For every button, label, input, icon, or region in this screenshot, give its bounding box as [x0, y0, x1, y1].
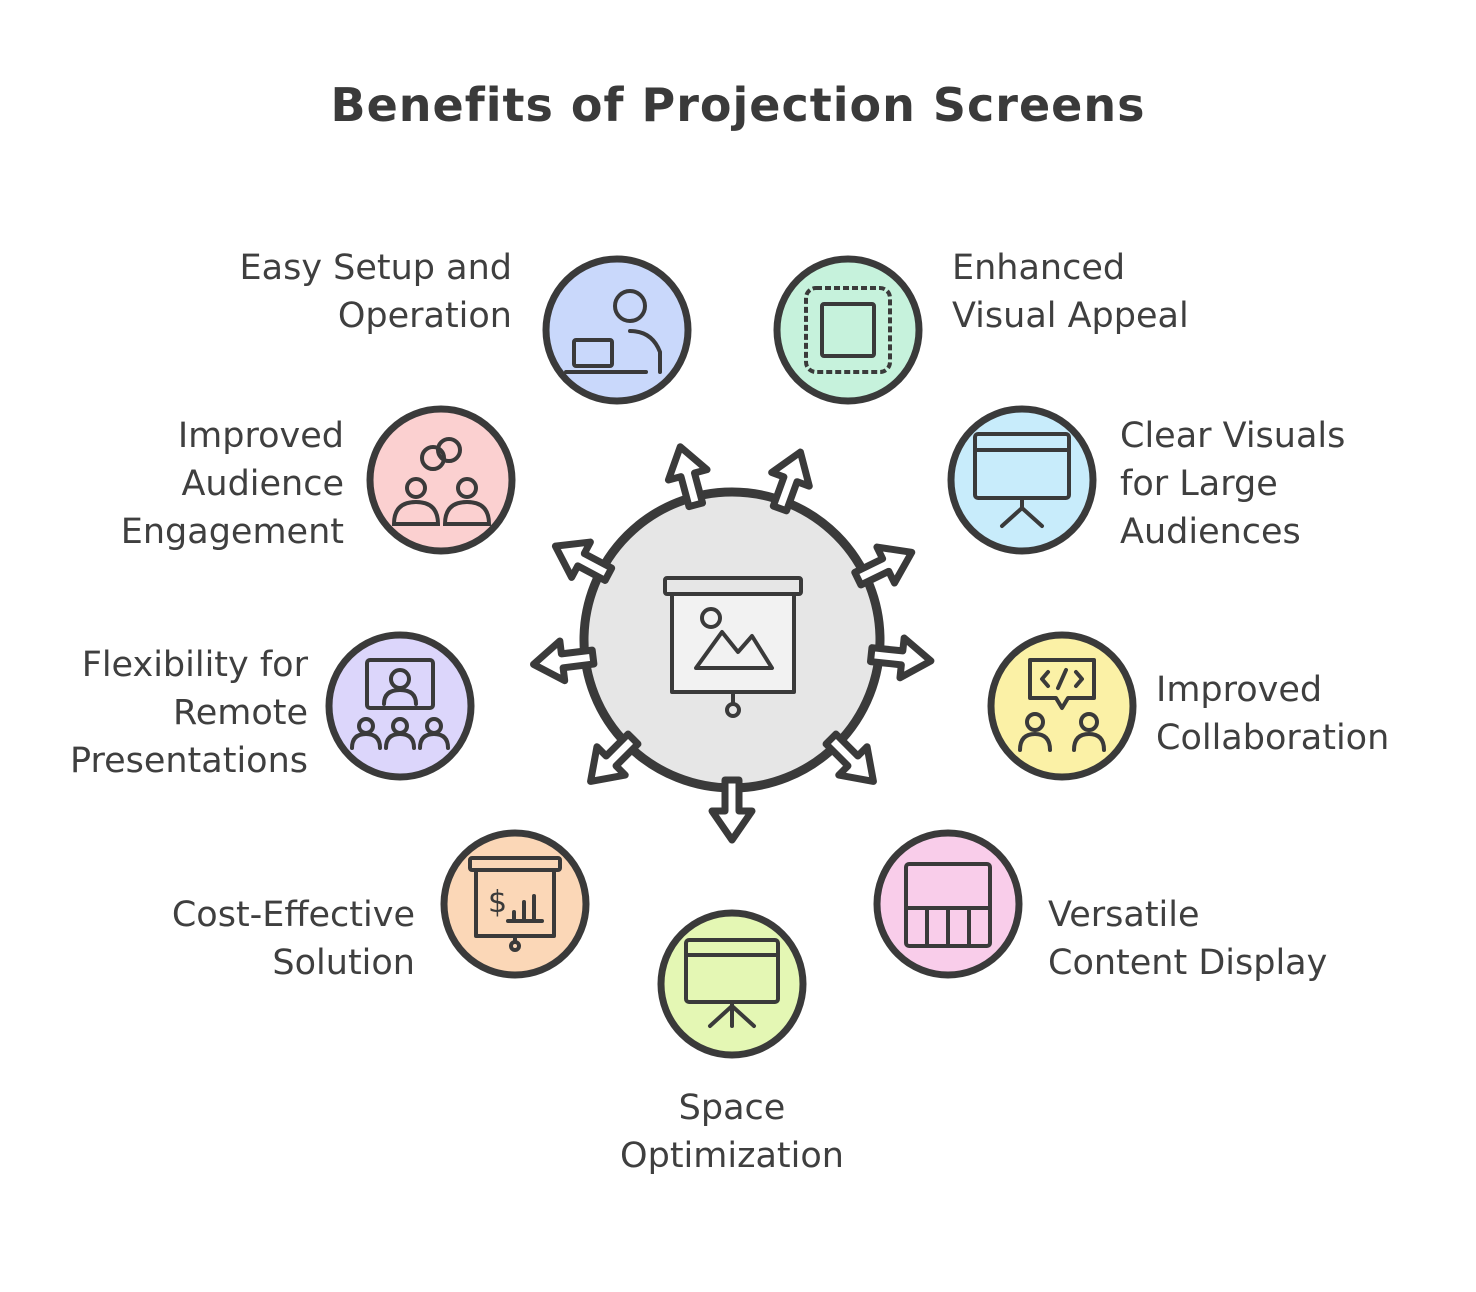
arrow-cost-effective	[587, 730, 642, 785]
label-line: Space	[678, 1088, 786, 1128]
label-line: Improved	[177, 416, 344, 456]
node-collaboration	[987, 631, 1137, 781]
label-line: Audience	[181, 464, 344, 504]
label-line: Solution	[272, 943, 415, 983]
label-visual-appeal: Enhanced Visual Appeal	[952, 244, 1189, 340]
label-line: Optimization	[620, 1136, 844, 1176]
label-line: Engagement	[120, 512, 344, 552]
node-cost-effective: $	[440, 829, 590, 979]
node-remote-presentations	[325, 631, 475, 781]
arrow-space-optimization	[708, 776, 756, 844]
label-line: Operation	[337, 296, 512, 336]
people-connected-icon	[391, 437, 492, 526]
hub-arrows	[529, 443, 935, 844]
label-clear-visuals: Clear Visuals for Large Audiences	[1120, 412, 1345, 556]
diagram-title: Benefits of Projection Screens	[330, 78, 1146, 132]
node-easy-setup	[542, 255, 692, 405]
label-audience-engagement: Improved Audience Engagement	[121, 412, 344, 556]
node-clear-visuals	[947, 405, 1097, 555]
label-line: Collaboration	[1156, 718, 1390, 758]
label-line: Content Display	[1048, 943, 1328, 983]
arrow-visual-appeal	[768, 448, 813, 515]
code-collaboration-icon	[1018, 658, 1106, 752]
label-line: Versatile	[1048, 895, 1200, 935]
label-easy-setup: Easy Setup and Operation	[240, 244, 512, 340]
arrow-content-display	[822, 730, 877, 785]
tripod-screen-icon	[684, 938, 780, 1028]
label-line: Visual Appeal	[952, 296, 1189, 336]
label-line: Flexibility for	[81, 645, 308, 685]
node-audience-engagement	[366, 405, 516, 555]
hub	[579, 487, 885, 793]
layout-grid-icon	[904, 862, 992, 948]
label-line: Remote	[172, 693, 308, 733]
label-remote-presentations: Flexibility for Remote Presentations	[70, 641, 308, 785]
arrow-collaboration	[867, 634, 935, 682]
label-line: Enhanced	[952, 248, 1126, 288]
label-line: Audiences	[1120, 512, 1301, 552]
label-line: Presentations	[69, 741, 308, 781]
svg-text:$: $	[488, 885, 507, 920]
label-line: Improved	[1156, 670, 1323, 710]
framed-picture-icon	[804, 286, 892, 374]
arrow-easy-setup	[664, 443, 711, 511]
label-space-optimization: Space Optimization	[532, 1084, 932, 1180]
video-conference-icon	[350, 658, 450, 750]
node-content-display	[873, 829, 1023, 979]
arrow-audience-engagement	[551, 538, 616, 584]
large-screen-icon	[973, 432, 1071, 528]
person-laptop-icon	[564, 289, 662, 374]
node-space-optimization	[657, 909, 807, 1059]
dollar-chart-screen-icon: $	[468, 856, 562, 952]
node-visual-appeal	[773, 255, 923, 405]
arrow-clear-visuals	[851, 543, 916, 589]
label-line: for Large	[1120, 464, 1278, 504]
label-cost-effective: Cost-Effective Solution	[172, 891, 415, 987]
label-line: Easy Setup and	[239, 248, 512, 288]
presentation-screen-icon	[663, 576, 803, 718]
arrow-remote-presentations	[529, 637, 598, 685]
label-content-display: Versatile Content Display	[1048, 891, 1327, 987]
label-line: Clear Visuals	[1120, 416, 1346, 456]
label-collaboration: Improved Collaboration	[1156, 666, 1389, 762]
label-line: Cost-Effective	[171, 895, 415, 935]
